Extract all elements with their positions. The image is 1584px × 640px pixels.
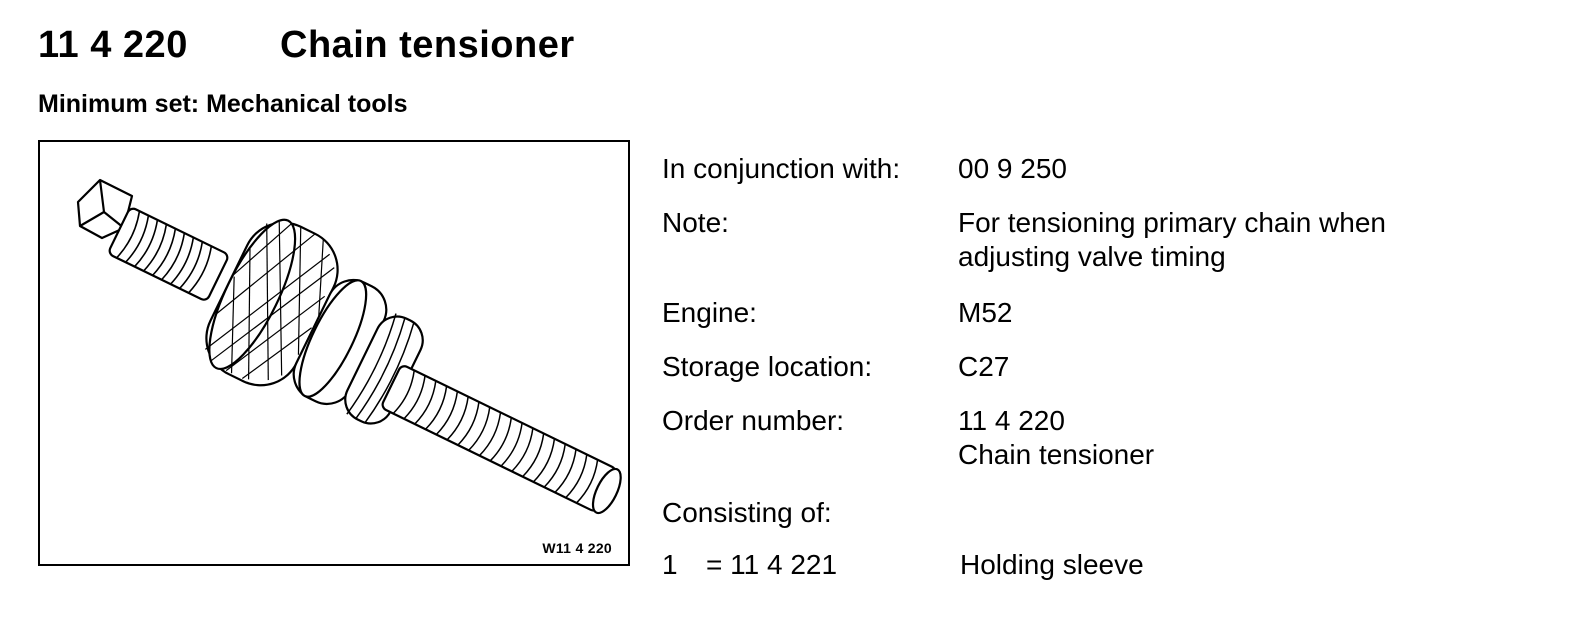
- consisting-label: Consisting of:: [662, 497, 832, 528]
- note-value-line2: adjusting valve timing: [958, 241, 1226, 272]
- order-value-line1: 11 4 220: [958, 405, 1065, 436]
- note-label: Note:: [662, 207, 729, 238]
- storage-label: Storage location:: [662, 351, 873, 382]
- order-value-line2: Chain tensioner: [958, 439, 1155, 470]
- engine-value: M52: [958, 297, 1013, 328]
- engine-label: Engine:: [662, 297, 757, 328]
- tool-illustration: W11 4 220: [38, 140, 630, 566]
- subtitle: Minimum set: Mechanical tools: [38, 90, 408, 118]
- storage-value: C27: [958, 351, 1010, 382]
- chain-tensioner-drawing: [76, 178, 622, 515]
- part-number: = 11 4 221: [706, 549, 838, 580]
- conjunction-label: In conjunction with:: [662, 153, 901, 184]
- conjunction-value: 00 9 250: [958, 153, 1067, 184]
- page-title: Chain tensioner: [280, 24, 575, 66]
- note-value-line1: For tensioning primary chain when: [958, 207, 1386, 238]
- part-description: Holding sleeve: [960, 549, 1144, 580]
- figure-code: W11 4 220: [542, 540, 612, 556]
- header-number: 11 4 220: [38, 24, 188, 66]
- order-label: Order number:: [662, 405, 845, 436]
- part-index: 1: [662, 549, 678, 580]
